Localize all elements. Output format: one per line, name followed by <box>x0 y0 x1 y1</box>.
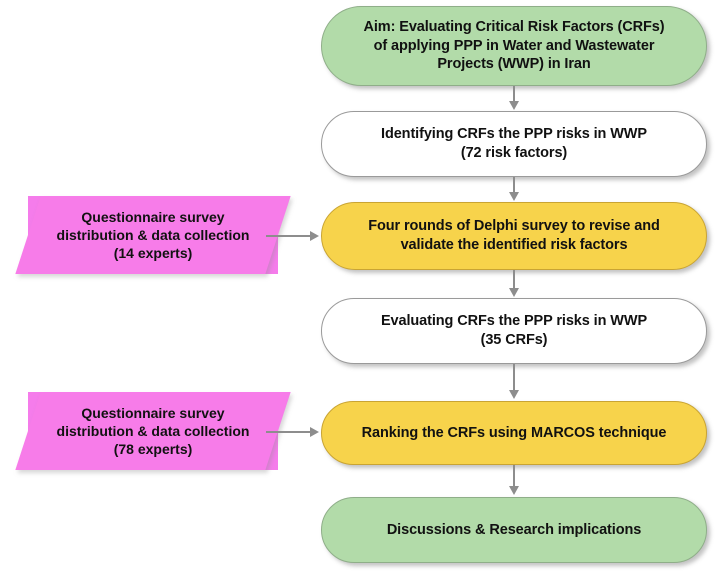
arrowhead-ranking-to-discussions <box>508 486 519 495</box>
node-identify-crfs-label: Identifying CRFs the PPP risks in WWP (7… <box>381 126 647 161</box>
node-questionnaire-survey-14[interactable]: Questionnaire survey distribution & data… <box>15 196 291 274</box>
arrowhead-identify-to-delphi <box>508 192 519 201</box>
connector-identify-to-delphi <box>513 177 515 193</box>
arrowhead-evaluate-to-ranking <box>508 390 519 399</box>
node-evaluate-crfs-label: Evaluating CRFs the PPP risks in WWP (35… <box>380 313 648 348</box>
connector-survey14-to-delphi <box>266 235 311 237</box>
node-delphi-survey-label: Four rounds of Delphi survey to revise a… <box>368 218 660 253</box>
connector-delphi-to-evaluate <box>513 270 515 289</box>
node-ranking-crfs-label: Ranking the CRFs using MARCOS technique <box>361 424 667 441</box>
connector-survey78-to-ranking <box>266 431 311 433</box>
arrowhead-survey78-to-ranking <box>310 426 319 437</box>
node-questionnaire-survey-14-label: Questionnaire survey distribution & data… <box>56 208 250 262</box>
arrowhead-delphi-to-evaluate <box>508 288 519 297</box>
arrowhead-survey14-to-delphi <box>310 230 319 241</box>
node-identify-crfs[interactable]: Identifying CRFs the PPP risks in WWP (7… <box>321 111 707 177</box>
node-questionnaire-survey-78-label: Questionnaire survey distribution & data… <box>56 404 250 458</box>
arrowhead-aim-to-identify <box>508 101 519 110</box>
node-discussions[interactable]: Discussions & Research implications <box>321 497 707 563</box>
node-aim[interactable]: Aim: Evaluating Critical Risk Factors (C… <box>321 6 707 86</box>
connector-aim-to-identify <box>513 86 515 103</box>
connector-ranking-to-discussions <box>513 465 515 487</box>
node-ranking-crfs[interactable]: Ranking the CRFs using MARCOS technique <box>321 401 707 465</box>
node-delphi-survey[interactable]: Four rounds of Delphi survey to revise a… <box>321 202 707 270</box>
node-discussions-label: Discussions & Research implications <box>386 521 642 538</box>
node-evaluate-crfs[interactable]: Evaluating CRFs the PPP risks in WWP (35… <box>321 298 707 364</box>
node-questionnaire-survey-78[interactable]: Questionnaire survey distribution & data… <box>15 392 291 470</box>
node-aim-label: Aim: Evaluating Critical Risk Factors (C… <box>363 19 665 73</box>
connector-evaluate-to-ranking <box>513 364 515 391</box>
